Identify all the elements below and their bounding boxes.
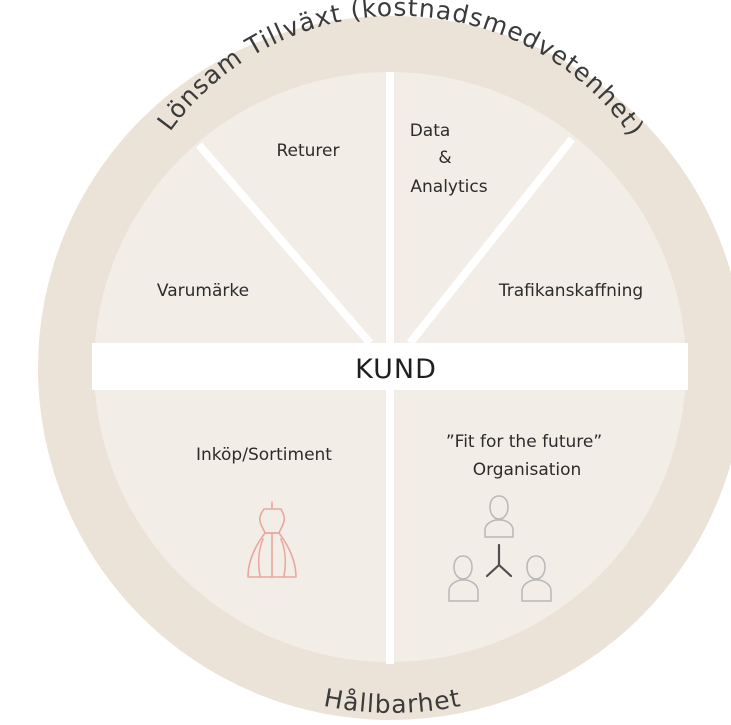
dress-form-icon [247, 501, 297, 578]
segment-varumarke-label: Varumärke [157, 281, 249, 301]
segment-trafik-label: Trafikanskaffning [498, 281, 643, 301]
segment-data-label-line2: & [438, 148, 451, 168]
segment-fit-label-line2: Organisation [473, 460, 582, 480]
segment-data-label-line1: Data [410, 121, 451, 141]
organization-connector [485, 543, 513, 578]
organization-chart-icon [448, 495, 552, 602]
center-band [92, 343, 688, 390]
center-label: KUND [355, 354, 437, 385]
segment-returer-label: Returer [276, 141, 339, 161]
segment-fit-label-line1: ”Fit for the future” [446, 432, 602, 452]
divider-left-diagonal [195, 142, 374, 346]
segment-data-label-line3: Analytics [410, 177, 487, 197]
divider-right-diagonal [406, 136, 576, 346]
segment-inkop-label: Inköp/Sortiment [196, 445, 332, 465]
